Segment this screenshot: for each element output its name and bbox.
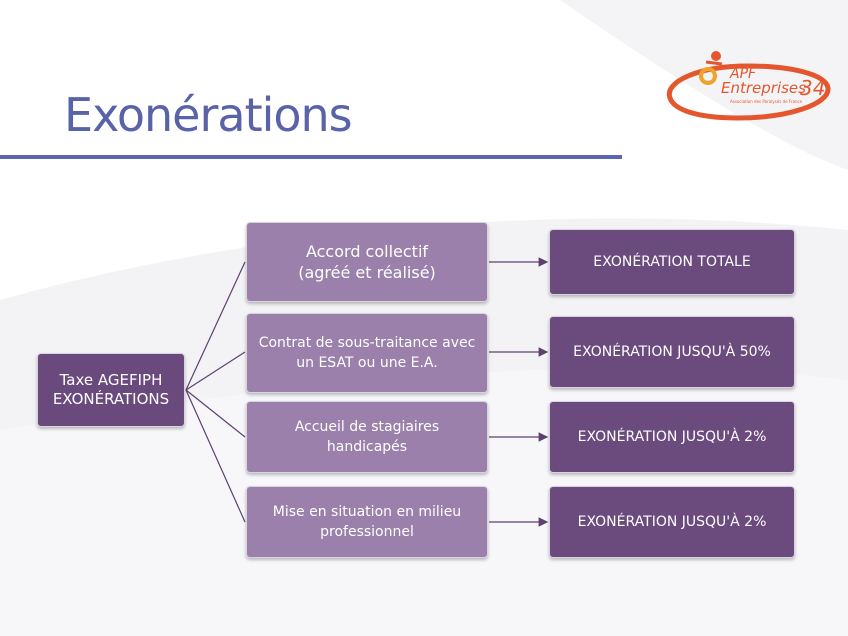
- page-title: Exonérations: [64, 88, 353, 142]
- root-node: Taxe AGEFIPH EXONÉRATIONS: [37, 353, 185, 427]
- condition-node-1: Accord collectif (agréé et réalisé): [246, 222, 488, 302]
- result-label-4: EXONÉRATION JUSQU'À 2%: [577, 514, 767, 530]
- result-node-2: EXONÉRATION JUSQU'À 50%: [549, 316, 795, 388]
- logo-apf-text: APF: [730, 66, 757, 82]
- result-label-1: EXONÉRATION TOTALE: [593, 254, 751, 270]
- apf-logo: [666, 51, 831, 121]
- condition-label-4: Mise en situation en milieu professionne…: [272, 504, 462, 540]
- connector-root-branch-2: [185, 351, 246, 391]
- logo-tagline: Association des Paralysés de France: [730, 99, 803, 104]
- condition-node-4: Mise en situation en milieu professionne…: [246, 486, 488, 558]
- connector-root-branch-3: [185, 389, 246, 438]
- title-underline: [0, 155, 622, 159]
- connector-root-branch-1: [185, 261, 246, 391]
- condition-label-3: Accueil de stagiaires handicapés: [294, 419, 440, 455]
- condition-node-3: Accueil de stagiaires handicapés: [246, 401, 488, 473]
- logo-entreprises-text: Entreprises: [721, 79, 806, 97]
- condition-label-1: Accord collectif (agréé et réalisé): [298, 242, 436, 282]
- logo-number: 34: [800, 76, 826, 100]
- connector-root-branch-4: [185, 389, 246, 523]
- result-node-4: EXONÉRATION JUSQU'À 2%: [549, 486, 795, 558]
- result-node-3: EXONÉRATION JUSQU'À 2%: [549, 401, 795, 473]
- result-node-1: EXONÉRATION TOTALE: [549, 229, 795, 295]
- condition-node-2: Contrat de sous-traitance avec un ESAT o…: [246, 313, 488, 393]
- condition-label-2: Contrat de sous-traitance avec un ESAT o…: [258, 335, 476, 371]
- root-node-label: Taxe AGEFIPH EXONÉRATIONS: [52, 371, 170, 408]
- result-label-3: EXONÉRATION JUSQU'À 2%: [577, 429, 767, 445]
- result-label-2: EXONÉRATION JUSQU'À 50%: [573, 344, 771, 360]
